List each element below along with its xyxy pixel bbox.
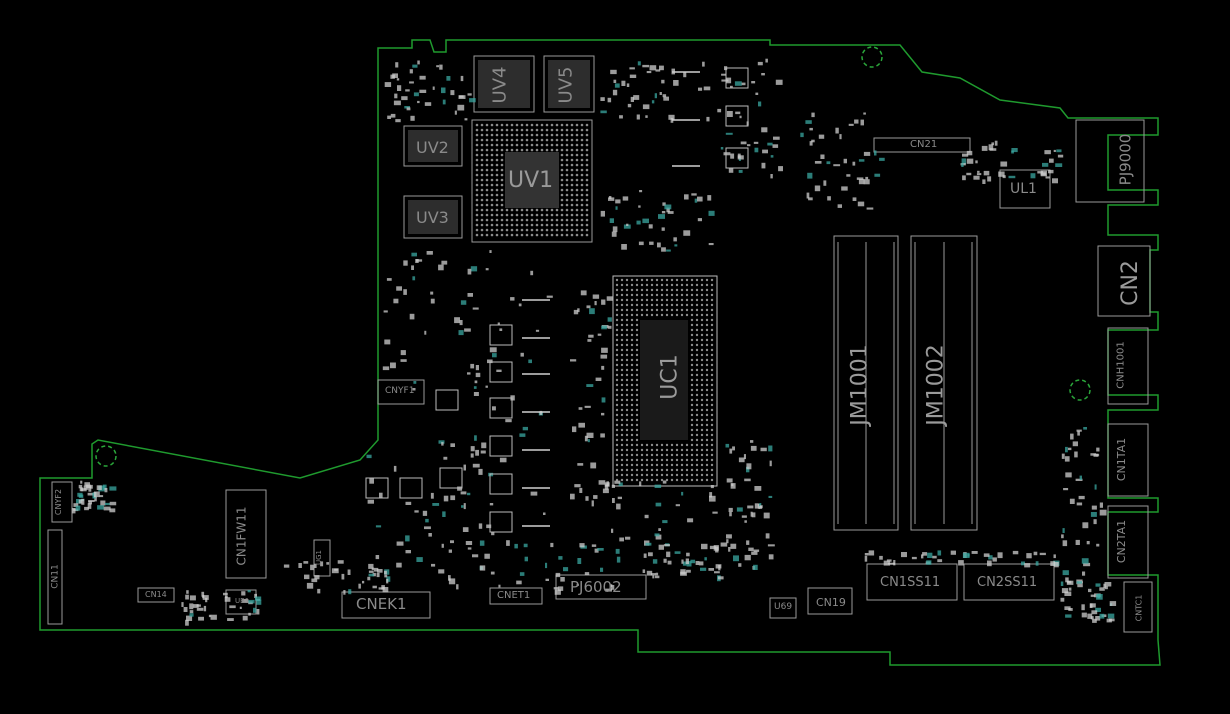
cn2-label: CN2 xyxy=(1117,260,1143,306)
cn2ta1-box xyxy=(1107,505,1149,579)
pj6002-label: PJ6002 xyxy=(570,578,622,596)
cnyf2-box xyxy=(51,481,73,523)
ug1-label: UG1 xyxy=(315,549,324,566)
cn1ta1-label: CN1TA1 xyxy=(1115,437,1129,482)
cn14-box xyxy=(137,587,175,603)
cn2ss11-label: CN2SS11 xyxy=(977,575,1038,590)
cn21-box xyxy=(873,137,971,153)
cnyf2-label: CNYF2 xyxy=(54,488,64,516)
pj9000-box xyxy=(1075,119,1145,203)
pj6002-box xyxy=(555,574,647,600)
u69-box xyxy=(769,597,797,619)
cnet1-label: CNET1 xyxy=(497,590,531,601)
cn1ta1-box xyxy=(1107,423,1149,497)
cn21-label: CN21 xyxy=(910,139,938,150)
board-outline xyxy=(39,39,1161,666)
uv3-footprint xyxy=(403,195,463,239)
cn2ta1-label: CN2TA1 xyxy=(1115,519,1129,564)
uv2-label: UV2 xyxy=(416,138,449,157)
jm1002-slot xyxy=(910,235,978,531)
ub1-box xyxy=(225,589,257,615)
mounting-holes xyxy=(95,46,1091,467)
jm1001-label: JM1001 xyxy=(847,344,873,426)
uv5-footprint xyxy=(543,55,595,113)
uv1-footprint xyxy=(471,119,593,243)
cn1fw11-label: CN1FW11 xyxy=(234,506,249,566)
cnek1-label: CNEK1 xyxy=(356,595,407,613)
ul1-box xyxy=(999,169,1051,209)
cn2ss11-box xyxy=(963,563,1055,601)
cnyf1-box xyxy=(377,379,425,405)
cn1ss11-box xyxy=(866,563,958,601)
ug1-box xyxy=(313,539,331,577)
uc1-label: UC1 xyxy=(657,354,683,400)
cn11-box xyxy=(47,529,63,625)
uv2-footprint xyxy=(403,125,463,167)
uv5-label: UV5 xyxy=(555,66,577,104)
uv3-label: UV3 xyxy=(416,208,449,227)
cn1ss11-label: CN1SS11 xyxy=(880,575,941,590)
cntc1-box xyxy=(1123,581,1153,633)
smd-components xyxy=(71,58,1117,626)
cn19-box xyxy=(807,587,853,615)
cn14-label: CN14 xyxy=(145,590,167,599)
cn19-label: CN19 xyxy=(816,596,846,609)
cnyf1-label: CNYF1 xyxy=(385,386,415,396)
ub1-label: UB1 xyxy=(235,597,250,605)
cnh1001-box xyxy=(1107,327,1149,405)
pj9000-label: PJ9000 xyxy=(1116,133,1135,186)
cnh1001-label: CNH1001 xyxy=(1115,341,1127,389)
cntc1-label: CNTC1 xyxy=(1134,594,1144,622)
cn11-label: CN11 xyxy=(50,564,61,589)
uv4-label: UV4 xyxy=(489,66,511,104)
cnet1-box xyxy=(489,587,543,605)
uv1-label: UV1 xyxy=(508,168,554,193)
u69-label: U69 xyxy=(774,602,793,612)
uc1-footprint xyxy=(612,275,718,487)
ul1-label: UL1 xyxy=(1010,181,1037,197)
uv4-footprint xyxy=(473,55,535,113)
jm1002-label: JM1002 xyxy=(923,344,949,426)
jm1001-slot xyxy=(833,235,899,531)
cn1fw11-box xyxy=(225,489,267,579)
cn2-box xyxy=(1097,245,1151,317)
